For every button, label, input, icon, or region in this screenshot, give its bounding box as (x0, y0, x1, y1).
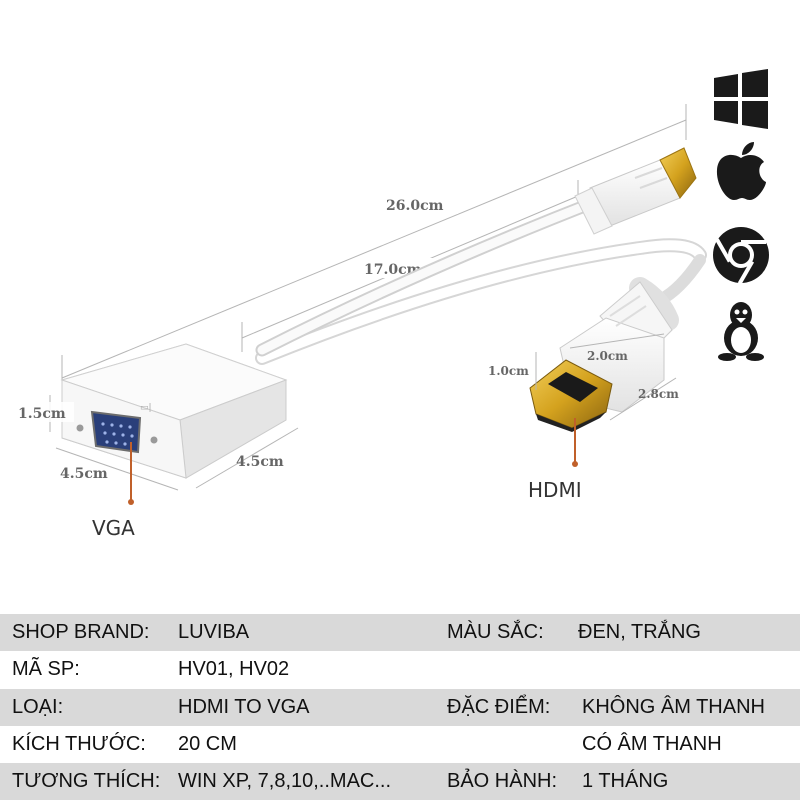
hdmi-plug-main (529, 277, 679, 432)
dim-label-vga-height: 1.5cm (18, 406, 66, 422)
spec-value: HV01, HV02 (178, 658, 290, 680)
vga-callout-label: VGA (92, 516, 135, 540)
adapter-drawing: 26.0cm 17.0cm (16, 104, 707, 540)
spec-value-2: CÓ ÂM THANH (582, 733, 722, 755)
vga-callout: VGA (92, 442, 135, 540)
linux-icon (718, 302, 764, 361)
hdmi-callout: HDMI (528, 418, 582, 502)
dimension-hdmi-height: 1.0cm (488, 352, 537, 390)
spec-row: MÃ SP: HV01, HV02 (0, 651, 800, 688)
spec-label-2: MÀU SẮC: (447, 621, 544, 643)
spec-label: MÃ SP: (12, 658, 80, 680)
spec-value: 20 CM (178, 733, 237, 755)
vga-adapter-box: ▭| (60, 343, 288, 479)
spec-row: TƯƠNG THÍCH: WIN XP, 7,8,10,..MAC... BẢO… (0, 763, 800, 800)
dimension-hdmi-depth: 2.8cm (609, 377, 679, 421)
spec-label-2: BẢO HÀNH: (447, 770, 558, 792)
spec-label-2: ĐẶC ĐIỂM: (447, 696, 551, 718)
dim-label-total: 26.0cm (386, 198, 444, 214)
vga-port (76, 410, 158, 454)
spec-label: SHOP BRAND: (12, 621, 150, 643)
spec-table: SHOP BRAND: LUVIBA MÀU SẮC: ĐEN, TRẮNG M… (0, 612, 800, 800)
spec-row: LOẠI: HDMI TO VGA ĐẶC ĐIỂM: KHÔNG ÂM THA… (0, 689, 800, 726)
spec-value-2: KHÔNG ÂM THANH (582, 696, 765, 718)
chrome-icon (713, 227, 769, 285)
spec-value-2: 1 THÁNG (582, 770, 669, 792)
spec-row: KÍCH THƯỚC: 20 CM CÓ ÂM THANH (0, 726, 800, 763)
spec-value-2: ĐEN, TRẮNG (578, 621, 701, 643)
vga-port-mark: ▭| (140, 403, 152, 413)
apple-icon (716, 142, 766, 200)
dim-label-hdmi-height: 1.0cm (488, 364, 529, 378)
spec-row: SHOP BRAND: LUVIBA MÀU SẮC: ĐEN, TRẮNG (0, 614, 800, 651)
hdmi-plug-top (574, 147, 697, 235)
dimension-vga-depth: 4.5cm (195, 427, 299, 489)
dimension-vga-height: 1.5cm (16, 395, 74, 432)
dimension-vga-width: 4.5cm (55, 447, 179, 491)
spec-label: KÍCH THƯỚC: (12, 733, 146, 755)
hdmi-callout-label: HDMI (528, 478, 582, 502)
dimension-hdmi-width: 2.0cm (569, 333, 665, 363)
spec-label: LOẠI: (12, 696, 64, 718)
windows-icon (714, 69, 768, 129)
dim-label-vga-width: 4.5cm (60, 466, 108, 482)
spec-value: WIN XP, 7,8,10,..MAC... (178, 770, 392, 792)
dim-label-hdmi-width: 2.0cm (587, 349, 628, 363)
spec-value: HDMI TO VGA (178, 696, 310, 718)
spec-label: TƯƠNG THÍCH: (12, 770, 161, 792)
dim-label-vga-depth: 4.5cm (236, 454, 284, 470)
product-illustration: 26.0cm 17.0cm (16, 69, 769, 540)
spec-value: LUVIBA (178, 621, 250, 643)
dimension-total-length: 26.0cm (61, 104, 687, 392)
dim-label-hdmi-depth: 2.8cm (638, 387, 679, 401)
